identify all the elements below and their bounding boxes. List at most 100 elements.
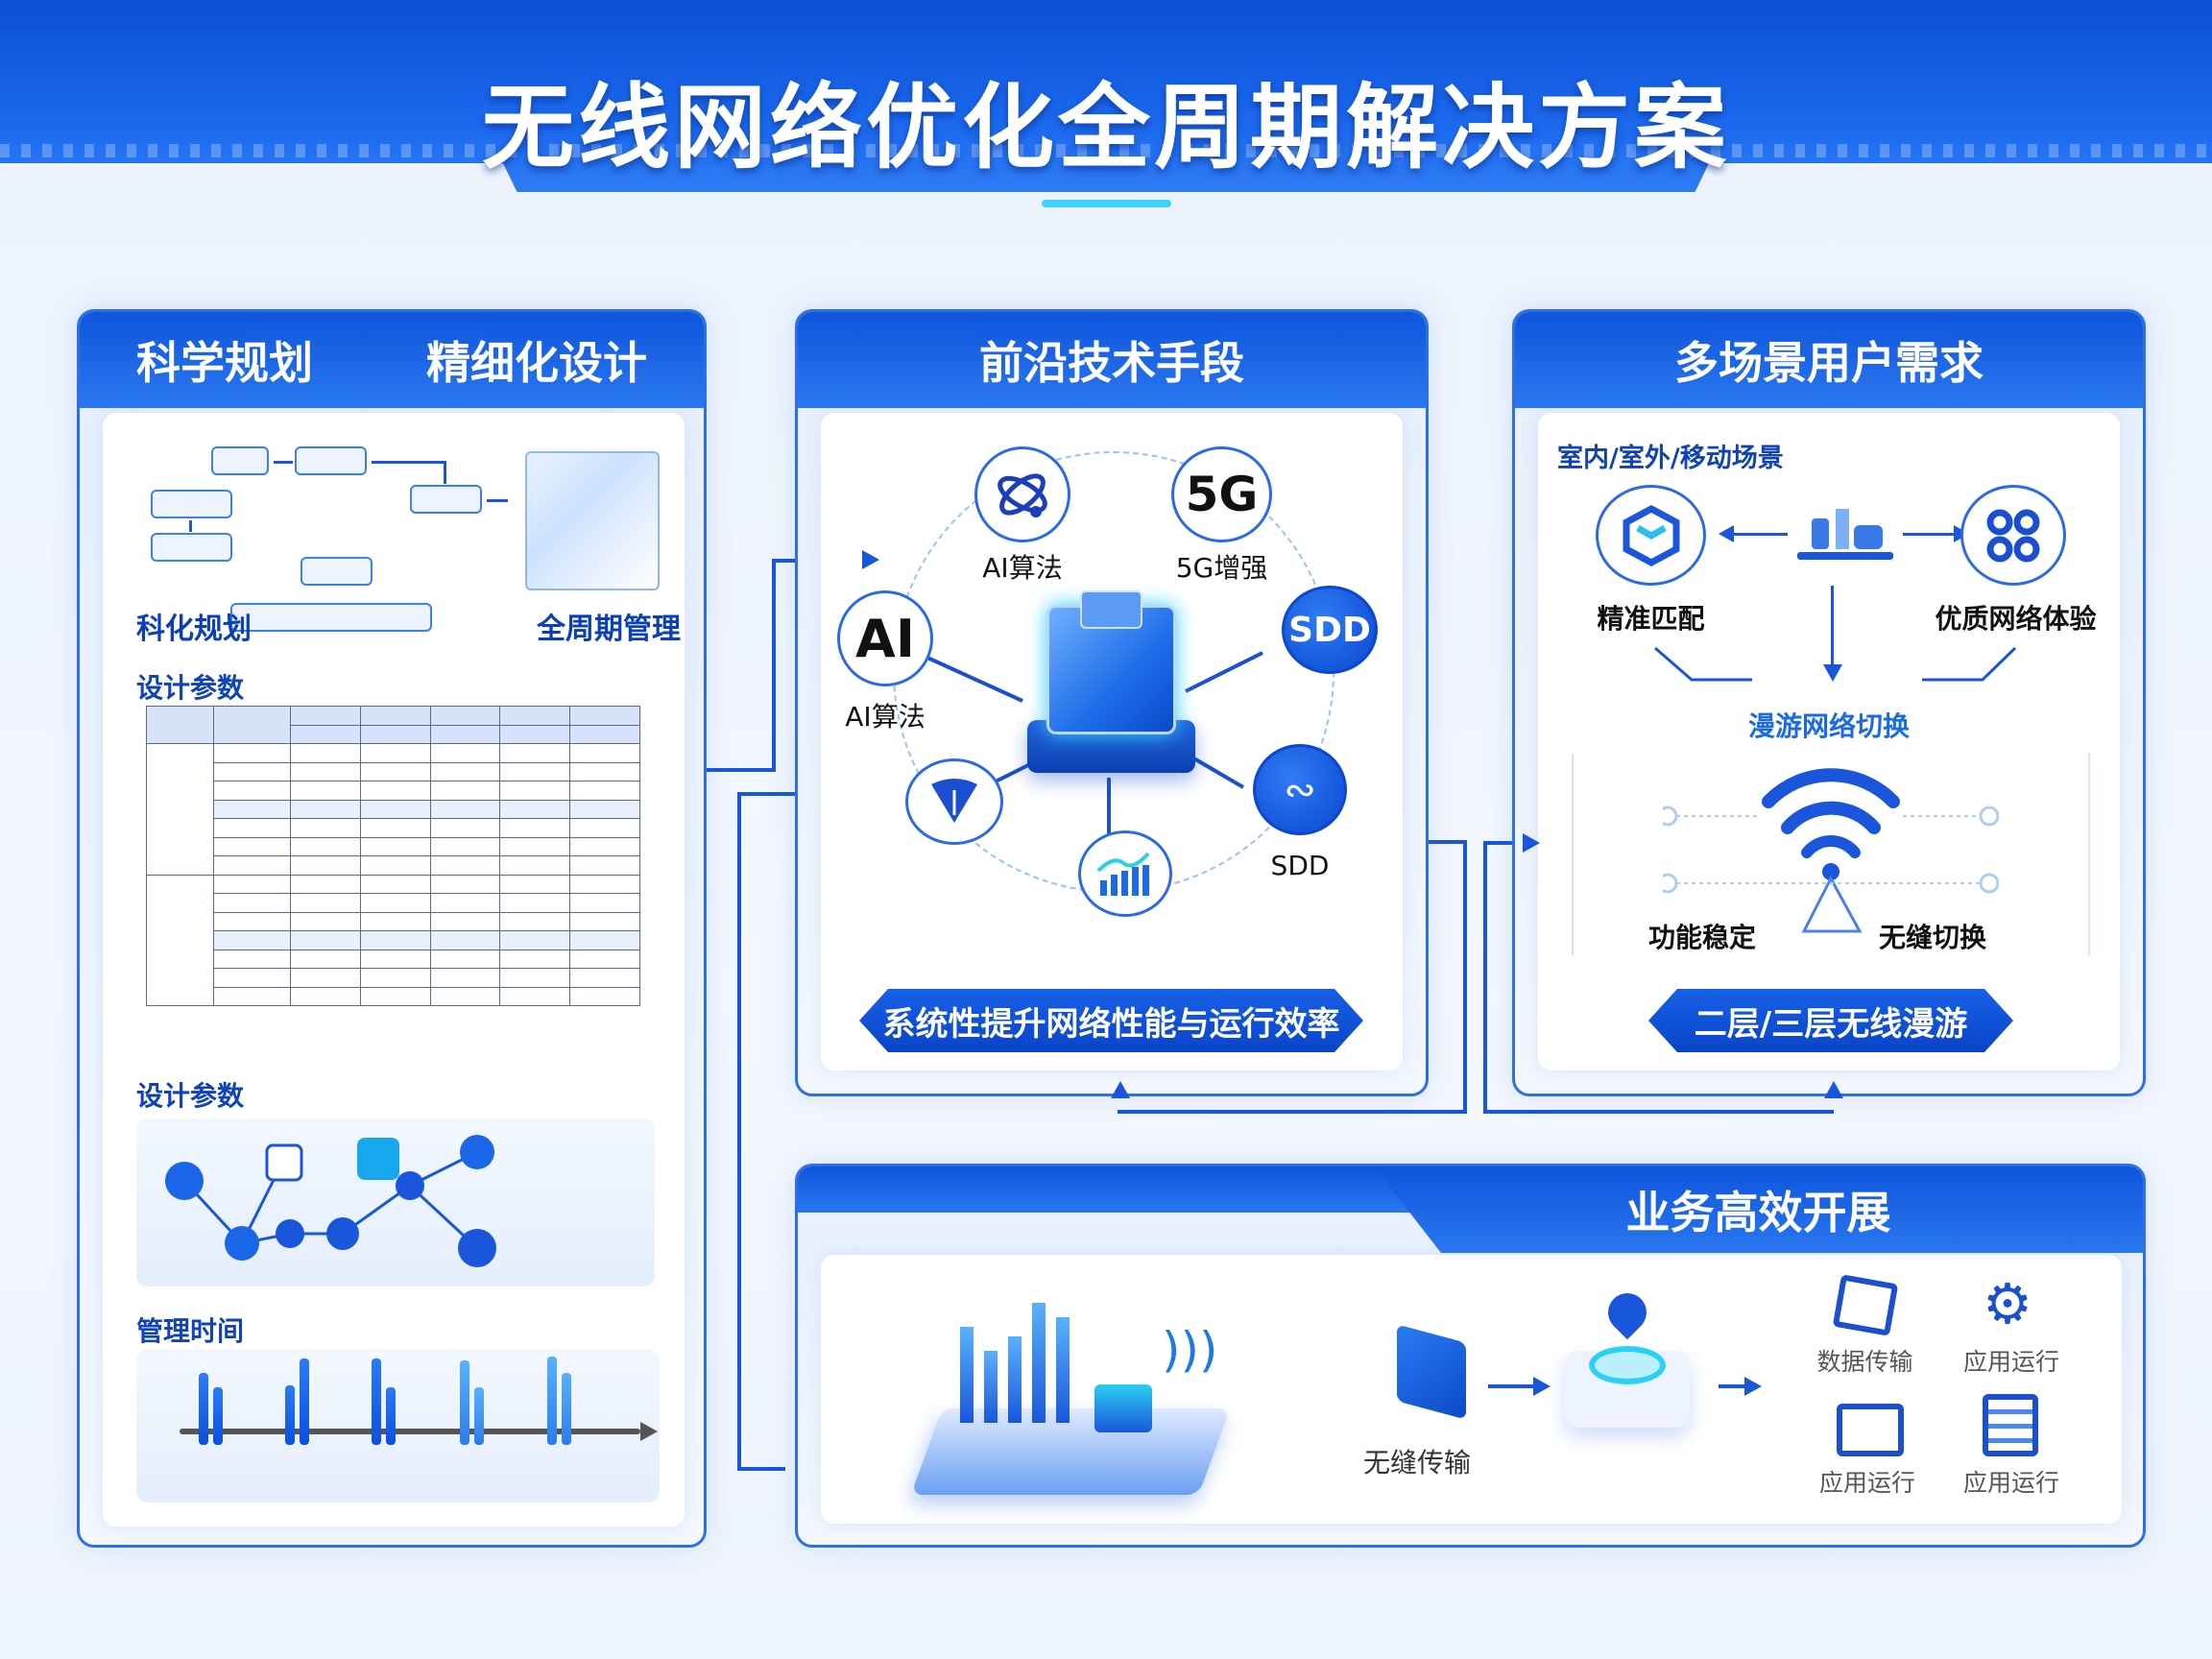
bottom-panel: 业务高效开展 ))) 无缝传输 数据传输 ⚙ 应用运行 应用运行 应用运行 [795,1164,2146,1548]
quality-experience-label: 优质网络体验 [1935,603,2097,635]
5g-node: 5G [1171,446,1272,542]
tab-detailed-design[interactable]: 精细化设计 [426,337,647,389]
topology-links [165,1135,496,1267]
bar-chart-icon [1096,852,1150,896]
central-chip-icon [1027,586,1195,782]
flow-arrow [274,461,293,464]
sdd-node: SDD [1282,586,1378,674]
flow-arrow [444,461,446,484]
left-panel-body: 科化规划 全周期管理 设计参数 设 [103,413,685,1527]
node-icon [326,1217,359,1250]
document-icon [1983,1394,2038,1456]
quality-experience-node [1960,485,2066,586]
left-panel: 科学规划 精细化设计 科化规划 全周期管理 设计参数 [77,309,707,1548]
flow-arrow [372,461,444,464]
5g-icon: 5G [1185,467,1259,522]
right-panel-header: 多场景用户需求 [1515,312,2143,408]
time-bar [213,1387,223,1445]
time-bar [372,1358,381,1445]
arrow-down-line [1831,586,1834,667]
tab-scientific-planning[interactable]: 科学规划 [136,337,313,389]
seamless-label: 无缝切换 [1879,922,1987,953]
gear-icon: ⚙ [1983,1271,2032,1336]
sdd-label: SDD [1270,850,1330,881]
cube-icon [1623,504,1679,566]
node-icon [225,1226,259,1261]
connector-line [772,559,776,772]
bottom-panel-header: 业务高效开展 [1374,1166,2143,1253]
flow-box [295,446,367,475]
city-scene-icon [1792,504,1898,562]
atom-network-icon [998,473,1047,517]
middle-panel-body: AI AI算法 AI算法 5G 5G增强 SDD ∾ SDD 系统性提升网络性能… [821,413,1403,1070]
arrow-right-icon [1523,833,1540,853]
time-bar [300,1358,309,1445]
right-panel: 多场景用户需求 室内/室外/移动场景 精准匹配 优质网络体验 漫游网络切换 [1512,309,2146,1096]
timeline-arrow-icon [640,1422,658,1441]
5g-label: 5G增强 [1175,552,1268,584]
arrow-left-icon [1719,525,1734,542]
middle-panel-header: 前沿技术手段 [798,312,1426,408]
banner-decoration [0,144,2212,157]
roaming-frame [1572,754,2090,955]
signal-icon: ))) [1162,1322,1218,1378]
shield-icon [931,779,977,823]
connector-line [1483,841,1487,1114]
data-box-icon [1832,1274,1899,1336]
time-bar [386,1387,396,1445]
node-icon [276,1219,304,1248]
flow-box [151,490,232,518]
middle-ribbon: 系统性提升网络性能与运行效率 [859,989,1363,1052]
time-bar [474,1387,484,1445]
arrow-right-line [1903,533,1956,536]
ai-node-label: AI算法 [845,701,926,733]
hub-links [916,651,1263,835]
precise-match-label: 精准匹配 [1597,603,1705,635]
section-title-network: 设计参数 [136,1080,245,1112]
box-icon [265,1143,303,1182]
location-pin-icon [1599,1285,1655,1340]
app-running-label: 应用运行 [1962,1469,2059,1497]
time-bar [285,1385,295,1445]
flow-box [410,485,482,514]
ai-icon: AI [855,608,915,669]
connector-line [737,1467,785,1471]
design-params-table [146,706,640,1006]
data-transfer-label: 数据传输 [1816,1348,1913,1376]
lifecycle-chart-thumbnail [525,451,660,590]
right-panel-body: 室内/室外/移动场景 精准匹配 优质网络体验 漫游网络切换 [1538,413,2120,1070]
connector-line [1483,1110,1834,1114]
scene-label: 室内/室外/移动场景 [1557,444,1784,473]
app-running-label: 应用运行 [1962,1348,2059,1376]
wifi-tower-icon [1663,768,1999,933]
connector-line [737,792,848,796]
middle-panel: 前沿技术手段 AI AI算法 AI算法 5G 5G增强 SDD ∾ SDD [795,309,1429,1096]
document-icon [357,1138,399,1180]
arrow-right-icon [1533,1377,1551,1396]
security-node [905,758,1003,845]
right-ribbon: 二层/三层无线漫游 [1648,989,2013,1052]
node-icon [460,1135,494,1169]
roaming-label: 漫游网络切换 [1747,710,1910,742]
arrow-right-icon [1744,1377,1762,1396]
bottom-panel-body: ))) 无缝传输 数据传输 ⚙ 应用运行 应用运行 应用运行 [821,1255,2122,1524]
isometric-platform-icon: ))) [910,1303,1231,1514]
ai-algorithm-label: AI算法 [982,552,1063,584]
sdd-icon: SDD [1288,610,1371,650]
node-icon [458,1229,496,1267]
flow-box [211,446,269,475]
flow-box-wide [230,603,432,632]
toolbox-icon [1837,1404,1904,1456]
network-topology [136,1118,655,1286]
flow-arrow [189,520,192,532]
app-running-label: 应用运行 [1818,1469,1915,1497]
time-bars [136,1349,660,1445]
arrow-up-icon [1111,1081,1130,1098]
flow-label-lifecycle: 全周期管理 [537,613,681,646]
node-icon [396,1171,424,1200]
arrow-up-icon [1824,1081,1843,1098]
stable-label: 功能稳定 [1648,922,1757,953]
time-bar [547,1357,557,1445]
ai-algorithm-node [974,446,1070,542]
connector-line [1483,841,1527,845]
